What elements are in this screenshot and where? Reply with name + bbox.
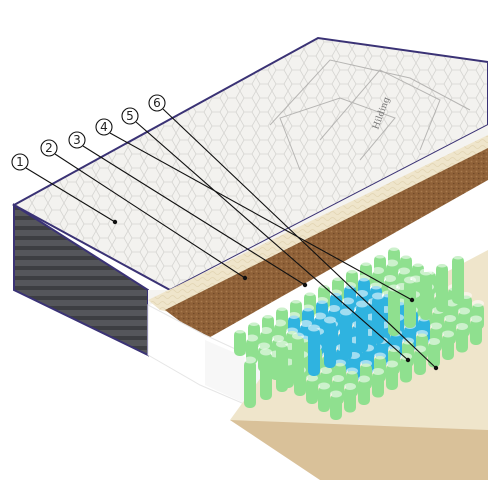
callout-number-3: 3 xyxy=(73,133,81,147)
callout-circle-6 xyxy=(148,94,166,112)
callout-dot-5 xyxy=(405,357,411,363)
spring-coil xyxy=(358,375,370,405)
callout-circle-2 xyxy=(40,139,58,157)
callout-number-4: 4 xyxy=(100,120,108,134)
callout-leader-1 xyxy=(25,167,116,223)
spring-coil xyxy=(308,324,320,376)
spring-coil xyxy=(244,356,256,408)
spring-coil xyxy=(324,316,336,368)
callout-dot-1 xyxy=(112,219,118,225)
spring-coil xyxy=(442,330,454,360)
callout-circle-3 xyxy=(68,131,86,149)
spring-coil xyxy=(344,383,356,413)
coco-layer xyxy=(165,148,488,340)
spring-coil xyxy=(414,345,426,375)
spring-coil xyxy=(452,252,464,304)
spring-coil xyxy=(372,292,384,344)
spring-coil xyxy=(386,360,398,390)
callout-number-2: 2 xyxy=(45,141,53,155)
callout-dot-2 xyxy=(242,275,248,281)
spring-coil xyxy=(292,332,304,384)
spring-coil xyxy=(356,300,368,352)
spring-coil xyxy=(388,284,400,336)
callouts: 1 2 3 4 5 6 xyxy=(11,94,439,371)
spring-coil xyxy=(404,276,416,328)
spring-coil xyxy=(306,374,318,404)
spring-coil xyxy=(456,323,468,353)
spring-coil xyxy=(340,308,352,360)
callout-leader-5 xyxy=(135,121,409,361)
spring-coil xyxy=(372,368,384,398)
spring-coil xyxy=(420,268,432,320)
felt-base xyxy=(230,420,488,480)
spring-coil xyxy=(428,338,440,368)
pocket-springs xyxy=(234,244,484,420)
cover-stitching xyxy=(269,59,471,171)
callout-circle-4 xyxy=(95,118,113,136)
spring-coil xyxy=(436,260,448,312)
callout-dot-3 xyxy=(302,282,308,288)
foam-layer xyxy=(148,135,488,320)
spring-coil xyxy=(318,382,330,412)
spring-coil xyxy=(470,315,482,345)
callout-leader-2 xyxy=(54,153,246,279)
callout-leader-6 xyxy=(162,108,437,369)
callout-number-6: 6 xyxy=(153,96,161,110)
spring-coil xyxy=(276,340,288,392)
callout-dot-4 xyxy=(409,297,415,303)
spring-coil xyxy=(260,348,272,400)
callout-number-5: 5 xyxy=(126,109,134,123)
callout-number-1: 1 xyxy=(16,155,24,169)
callout-circle-5 xyxy=(121,107,139,125)
callout-leader-4 xyxy=(109,132,413,301)
callout-leader-3 xyxy=(82,145,306,286)
spring-coil xyxy=(234,326,246,356)
spring-coil xyxy=(330,390,342,420)
callout-dot-6 xyxy=(433,365,439,371)
spring-coil xyxy=(400,353,412,383)
cover-top xyxy=(11,36,488,292)
callout-circle-1 xyxy=(11,153,29,171)
